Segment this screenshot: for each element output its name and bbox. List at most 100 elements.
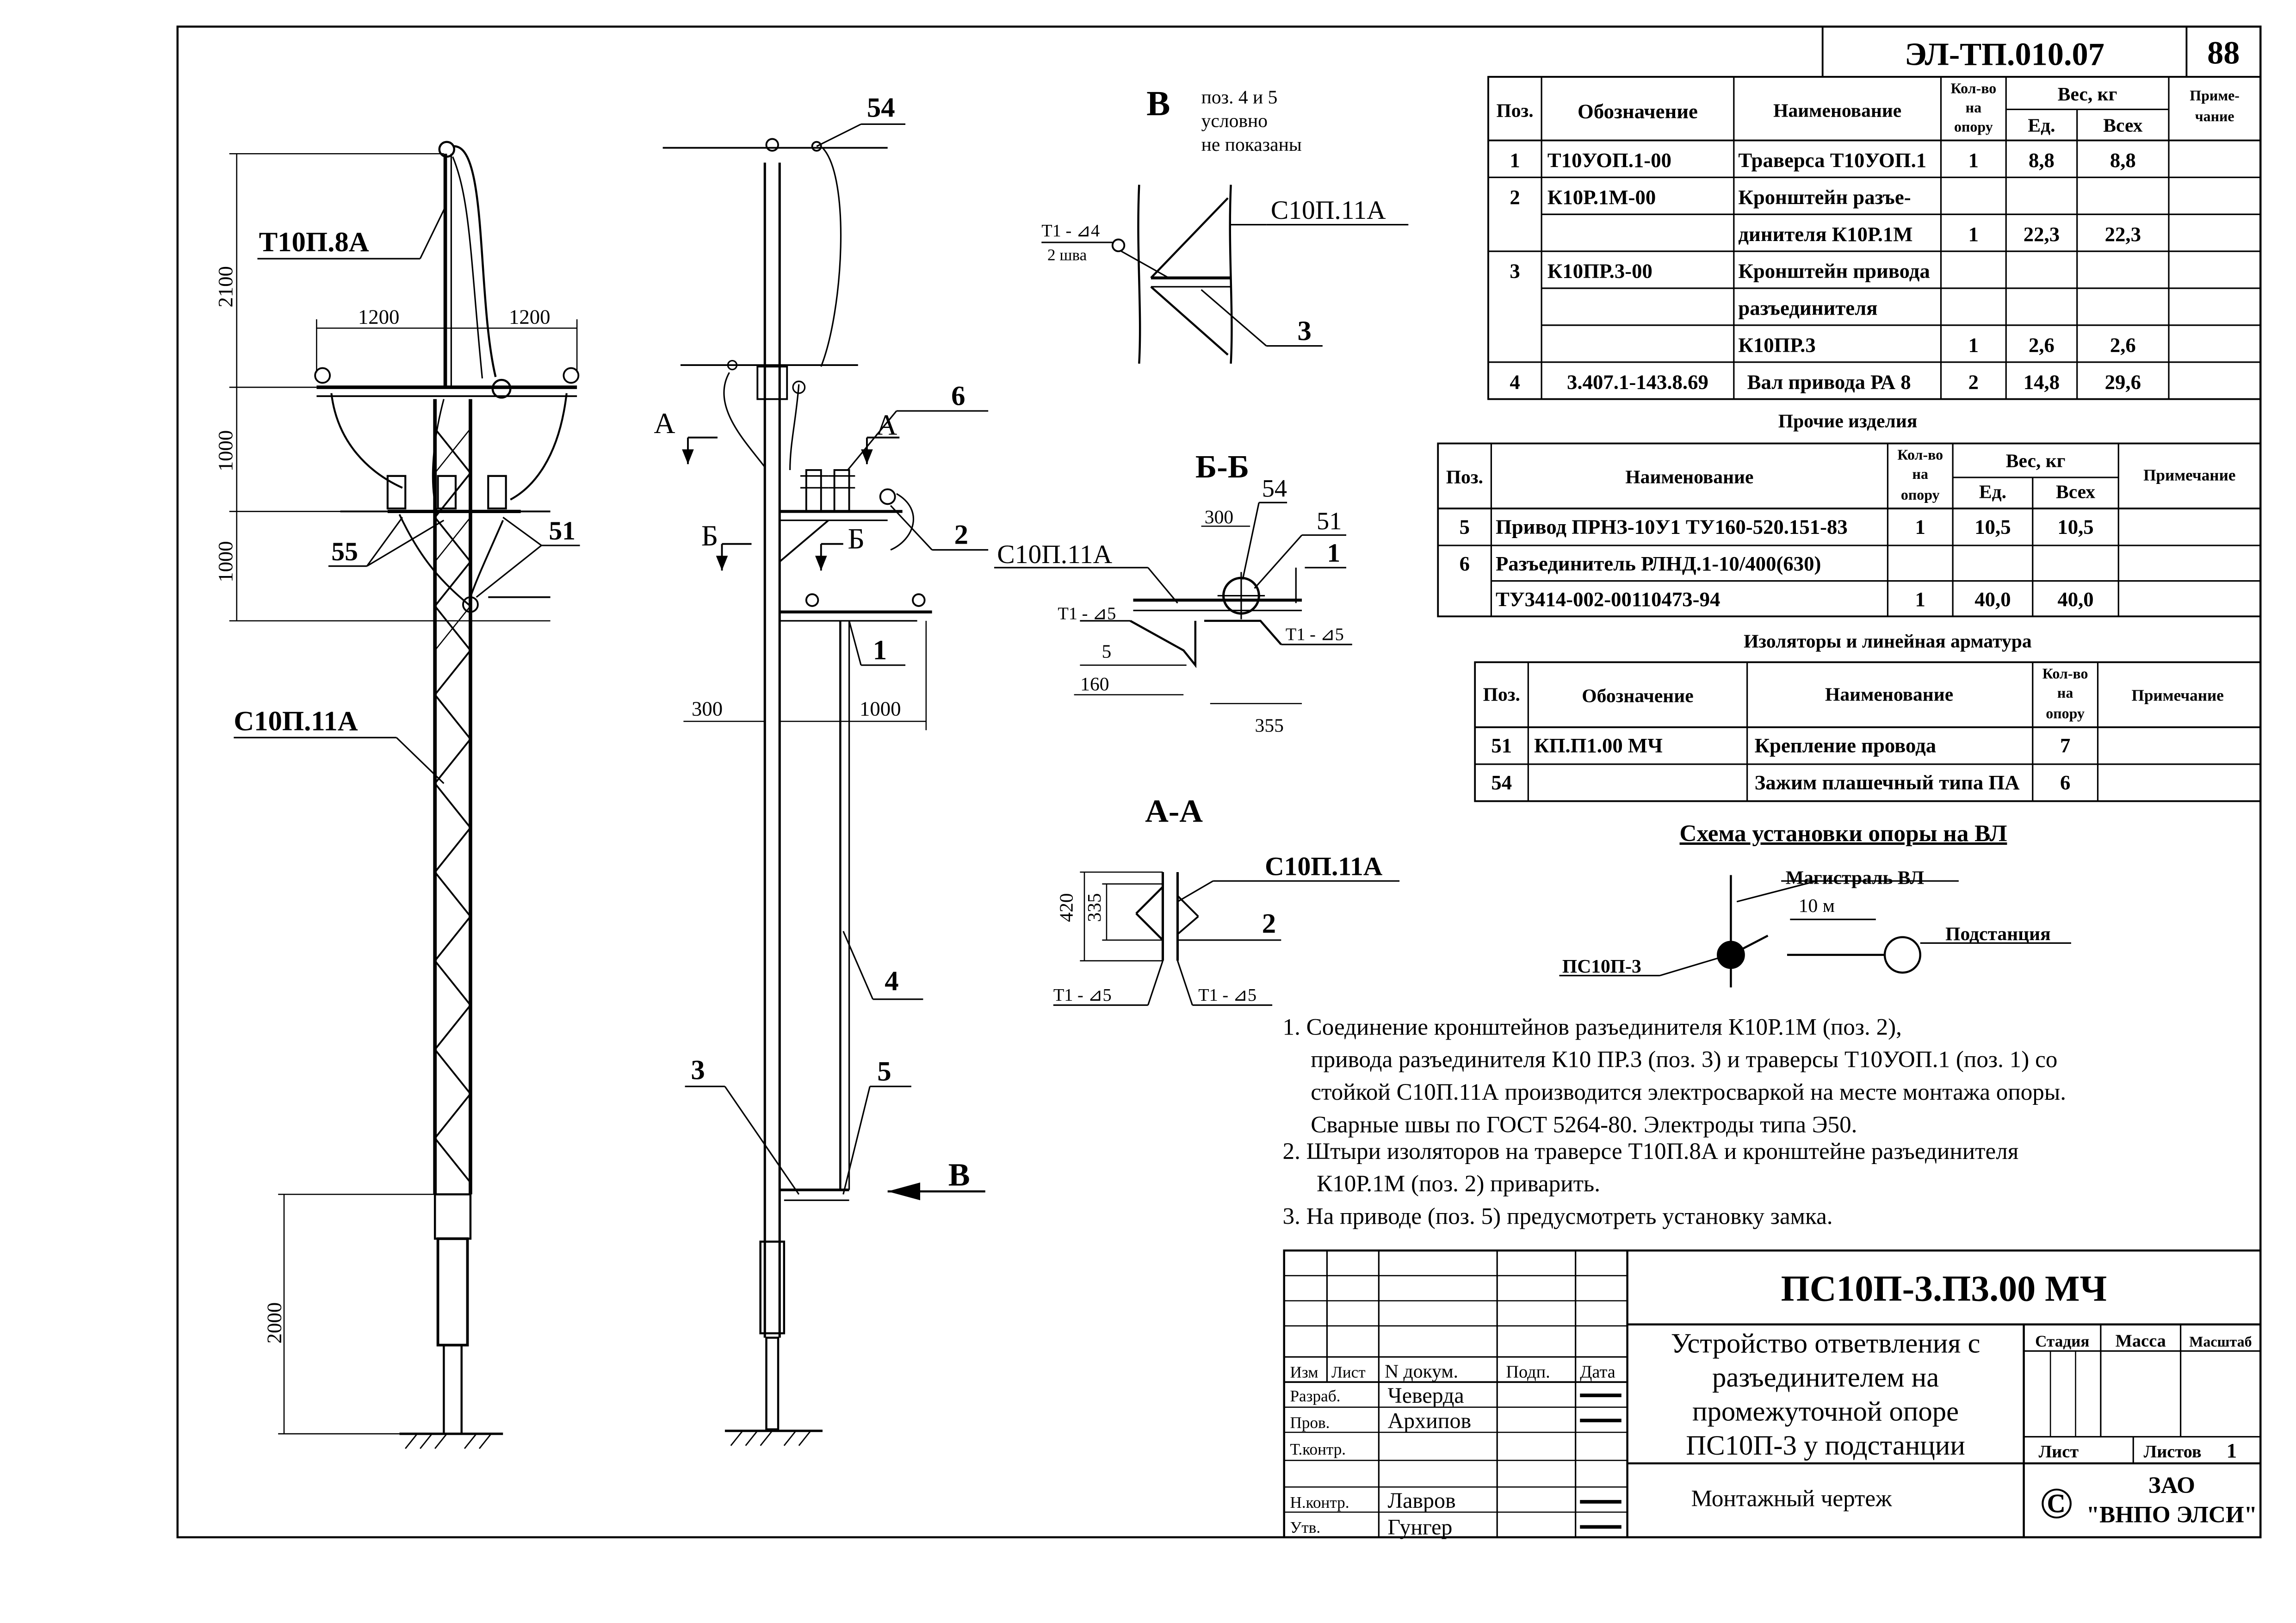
ins-header-note: Примечание [2131,686,2223,704]
cell-qty: 6 [2060,771,2070,794]
view-b-arrow-label: В [948,1157,970,1193]
insulators-table: Изоляторы и линейная арматура Поз. Обозн… [1474,630,2262,802]
section-aa-title: А-А [1145,793,1203,829]
insulator-icon [912,593,926,607]
parts-header-qty-1: Кол-во [1950,80,1996,96]
title-subtitle: Монтажный чертеж [1691,1486,1892,1512]
cut-a-left: А [654,407,675,440]
other-header-unit: Ед. [1979,481,2006,502]
note-line: стойкой С10П.11А производится электросва… [1311,1079,2066,1105]
other-header-name: Наименование [1625,466,1753,488]
side-pos-2: 2 [954,520,968,551]
dim-2000: 2000 [263,1302,286,1344]
company-line: ЗАО [2148,1472,2195,1499]
section-bb-weld-right: Т1 - ⊿5 [1286,625,1344,644]
insulator-icon [563,367,580,384]
side-pos-3: 3 [691,1054,705,1085]
title-line: Устройство ответвления с [1671,1328,1980,1359]
note-line: 1. Соединение кронштейнов разъединителя … [1283,1014,1902,1040]
cell-name: К10ПР.3 [1738,333,1815,356]
label-scale: Масштаб [2189,1334,2252,1350]
cell-name: Привод ПРНЗ-10У1 ТУ160-520.151-83 [1496,515,1848,538]
cell-qty: 2 [1968,370,1979,393]
parts-table: Поз. Обозначение Наименование Кол-во на … [1487,76,2262,400]
table-row: 51 КП.П1.00 МЧ Крепление провода 7 [1491,734,2070,757]
cell-pos: 3 [1510,260,1520,283]
title-line: разъединителем на [1712,1362,1939,1393]
section-aa: А-А С10П.11А 2 420 335 Т1 - ⊿5 Т1 - ⊿5 [1053,793,1400,1006]
cell-name: Траверса Т10УОП.1 [1738,149,1926,172]
role-approved: Утв. [1290,1518,1320,1536]
role-ncontrol: Н.контр. [1290,1493,1349,1511]
table-row: К10ПР.3 1 2,6 2,6 [1738,333,2135,356]
table-row: 3 К10ПР.3-00 Кронштейн привода [1510,260,1930,283]
section-bb-dim-300: 300 [1205,506,1233,527]
section-bb-pos-51: 51 [1317,507,1342,535]
cell-qty: 1 [1915,588,1925,611]
other-products-title: Прочие изделия [1778,410,1918,431]
installation-scheme: Схема установки опоры на ВЛ Магистраль В… [1559,820,2071,988]
scheme-main-line: Магистраль ВЛ [1786,867,1924,888]
view-v-weld-sub: 2 шва [1047,246,1087,264]
side-dim-300: 300 [692,697,723,720]
cut-b-left: Б [701,519,718,552]
header-stamp: ЭЛ-ТП.010.07 88 [1488,26,2261,78]
parts-header-total: Всех [2103,114,2142,136]
insulator-icon [438,141,455,158]
cell-unit: 8,8 [2029,149,2055,172]
view-v-note: не показаны [1201,134,1302,155]
parts-header-weight: Вес, кг [2058,83,2117,105]
dim-2100: 2100 [214,266,237,307]
parts-header-qty-3: опору [1954,118,1993,135]
notes: 1. Соединение кронштейнов разъединителя … [1283,1014,2067,1229]
col-sheet: Лист [1331,1363,1366,1381]
cell-total: 8,8 [2110,149,2136,172]
role-developer: Разраб. [1290,1387,1340,1405]
cell-designation: К10ПР.3-00 [1547,260,1652,283]
view-v-pos-3: 3 [1297,316,1311,347]
cell-name: Кронштейн разъе- [1738,186,1911,209]
scheme-pole: ПС10П-3 [1562,955,1641,977]
view-v-weld: Т1 - ⊿4 [1041,221,1100,241]
name-approved: Гунгер [1388,1515,1453,1539]
cell-pos: 4 [1510,370,1520,393]
cell-total: 10,5 [2057,515,2093,538]
cut-b-right: Б [848,522,865,555]
ins-header-qty-1: Кол-во [2042,665,2088,681]
cell-name: разъединителя [1738,297,1877,320]
title-line: ПС10П-3 у подстанции [1686,1430,1965,1461]
view-v-note: поз. 4 и 5 [1201,87,1278,108]
cell-name: динителя К10Р.1М [1738,223,1912,246]
side-pos-6: 6 [951,380,965,411]
section-bb-pos-1: 1 [1327,539,1340,568]
section-aa-weld-left: Т1 - ⊿5 [1053,985,1112,1005]
role-tcontrol: Т.контр. [1290,1440,1346,1458]
label-mass: Масса [2116,1332,2166,1351]
view-v: В поз. 4 и 5 условно не показаны Т1 - ⊿4… [1041,84,1409,364]
cell-qty: 1 [1968,223,1979,246]
substation-icon [1883,936,1921,974]
parts-header-unit: Ед. [2028,114,2055,136]
section-bb-dim-160: 160 [1080,673,1109,694]
cell-unit: 10,5 [1974,515,2011,538]
side-pos-54: 54 [867,92,895,123]
label-stage: Стадия [2035,1332,2089,1350]
scheme-title: Схема установки опоры на ВЛ [1680,820,2007,847]
sheet-number: 88 [2207,35,2240,71]
view-v-pole-label: С10П.11А [1271,196,1386,225]
table-row: 4 3.407.1-143.8.69 Вал привода РА 8 2 14… [1510,370,2141,393]
ins-header-pos: Поз. [1483,683,1520,705]
parts-header-pos: Поз. [1496,99,1533,121]
ins-header-designation: Обозначение [1582,685,1693,706]
insulator-icon [765,138,779,152]
other-header-weight: Вес, кг [2006,450,2066,471]
cell-qty: 1 [1915,515,1925,538]
other-products-table: Прочие изделия Поз. Наименование Кол-во … [1437,410,2262,618]
cell-total: 40,0 [2057,588,2093,611]
side-pos-1: 1 [873,635,887,666]
doc-code: ЭЛ-ТП.010.07 [1905,37,2104,73]
other-header-qty-1: Кол-во [1897,447,1943,463]
cell-designation: КП.П1.00 МЧ [1534,734,1663,757]
section-aa-pole-label: С10П.11А [1265,852,1383,881]
section-bb-weld-left: Т1 - ⊿5 [1058,604,1116,624]
